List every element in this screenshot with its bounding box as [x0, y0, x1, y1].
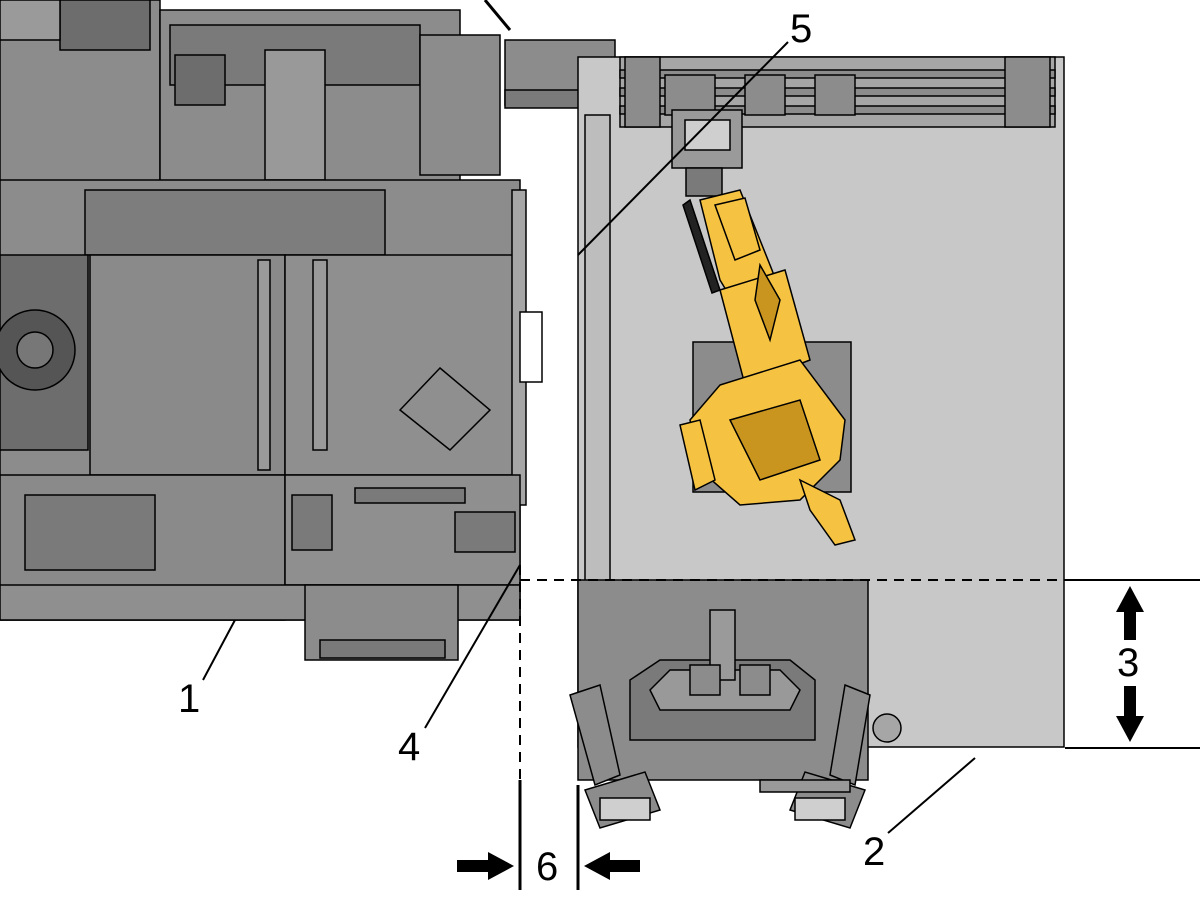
dimension-6-arrows [457, 852, 640, 880]
callout-1-label: 1 [178, 677, 200, 721]
leader-lines [202, 41, 976, 834]
callout-4-label: 4 [398, 725, 420, 769]
machine-tool [0, 0, 616, 661]
dimension-lines [518, 565, 1200, 890]
callout-6-label: 6 [536, 845, 558, 889]
callout-5-label: 5 [790, 7, 812, 51]
dimension-3-arrows [1116, 586, 1144, 742]
callout-2-label: 2 [863, 830, 885, 874]
robot-arm [679, 167, 856, 546]
callout-3-label: 3 [1117, 641, 1139, 685]
transfer-cart [569, 579, 902, 829]
